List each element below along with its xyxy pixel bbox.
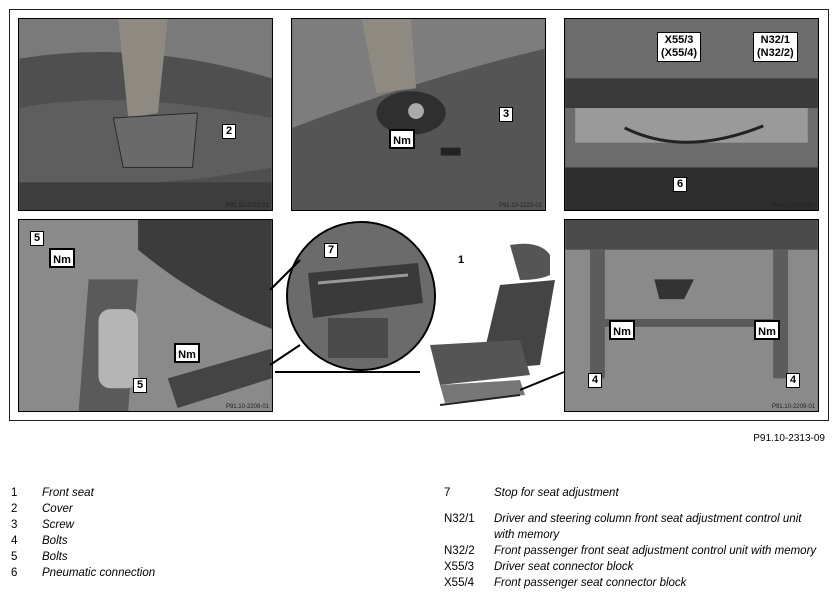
legend-item: 7 Stop for seat adjustment [444, 485, 824, 501]
legend-item: X55/4 Front passenger seat connector bloc… [444, 575, 824, 591]
callout-5-bottom: 5 [133, 378, 148, 393]
legend-item: 4 Bolts [11, 533, 155, 549]
connector-n32-line2: (N32/2) [757, 47, 794, 59]
legend-text: Bolts [42, 535, 68, 547]
front-seat-drawing: 1 [410, 235, 560, 410]
legend-item: X55/3 Driver seat connector block [444, 559, 824, 575]
connector-x55-line1: X55/3 [664, 34, 694, 46]
legend-item: N32/1 Driver and steering column front se… [444, 511, 824, 543]
callout-4-left: 4 [588, 373, 603, 388]
panel-code: P91.10-2208-01 [225, 404, 269, 410]
photo-rear-bolts: Nm Nm 4 4 P91.10-2209-01 [564, 219, 819, 412]
connector-n32-line1: N32/1 [760, 34, 791, 46]
legend-number: 3 [11, 519, 18, 531]
rear-bolts-illustration [565, 220, 818, 411]
legend-text: Front seat [42, 487, 94, 499]
photo-screw: 3 Nm P91.10-2223-01 [291, 18, 546, 211]
stop-detail-illustration [288, 223, 434, 369]
callout-1: 1 [458, 254, 465, 266]
torque-nm-badge: Nm [609, 320, 635, 340]
callout-5-top: 5 [30, 231, 45, 246]
seat-cover-illustration [19, 19, 272, 210]
legend-item: 6 Pneumatic connection [11, 565, 155, 581]
callout-4-right: 4 [786, 373, 801, 388]
legend-text: Driver seat connector block [494, 561, 634, 573]
torque-nm-badge: Nm [49, 248, 75, 268]
legend-item: 3 Screw [11, 517, 155, 533]
legend-text: Front passenger front seat adjustment co… [494, 545, 817, 557]
legend-text: Cover [42, 503, 73, 515]
legend-item: 1 Front seat [11, 485, 155, 501]
legend-number: 2 [11, 503, 18, 515]
legend-text: Bolts [42, 551, 68, 563]
callout-7: 7 [324, 243, 339, 258]
legend-number: X55/3 [444, 561, 475, 573]
panel-code: P54.21-2113-01 [772, 203, 815, 209]
legend-text: Driver and steering column front seat ad… [494, 513, 802, 541]
legend-number: 7 [444, 487, 451, 499]
callout-3: 3 [499, 107, 514, 122]
connector-x55-line2: (X55/4) [661, 47, 698, 59]
panel-code: P91.10-2223-01 [498, 203, 542, 209]
legend-number: 5 [11, 551, 18, 563]
legend-number: X55/4 [444, 577, 475, 589]
photo-connectors: X55/3 (X55/4) N32/1 (N32/2) 6 P54.21-211… [564, 18, 819, 211]
legend-number: 4 [11, 535, 18, 547]
connector-label-n32: N32/1 (N32/2) [753, 32, 798, 62]
legend-item: 2 Cover [11, 501, 155, 517]
photo-front-bolts: 5 Nm Nm 5 P91.10-2208-01 [18, 219, 273, 412]
legend-text: Stop for seat adjustment [494, 487, 619, 499]
torque-nm-badge: Nm [754, 320, 780, 340]
panel-code: P91.10-2209-01 [771, 404, 815, 410]
legend-text: Pneumatic connection [42, 567, 156, 579]
legend-number: N32/2 [444, 545, 475, 557]
callout-2: 2 [222, 124, 237, 139]
stop-detail-circle: 7 [286, 221, 436, 371]
connector-label-x55: X55/3 (X55/4) [657, 32, 702, 62]
panel-code: P91.10-2222-01 [225, 203, 269, 209]
legend-number: 6 [11, 567, 18, 579]
photo-seat-cover: 2 P91.10-2222-01 [18, 18, 273, 211]
callout-6: 6 [673, 177, 688, 192]
torque-nm-badge: Nm [389, 129, 415, 149]
legend-item: N32/2 Front passenger front seat adjustme… [444, 543, 824, 559]
legend-number: N32/1 [444, 513, 475, 525]
legend-number: 1 [11, 487, 18, 499]
seat-outline-illustration [430, 243, 555, 406]
legend-text: Front passenger seat connector block [494, 577, 687, 589]
figure-reference: P91.10-2313-09 [753, 433, 825, 444]
torque-nm-badge: Nm [174, 343, 200, 363]
legend-text: Screw [42, 519, 74, 531]
legend-item: 5 Bolts [11, 549, 155, 565]
